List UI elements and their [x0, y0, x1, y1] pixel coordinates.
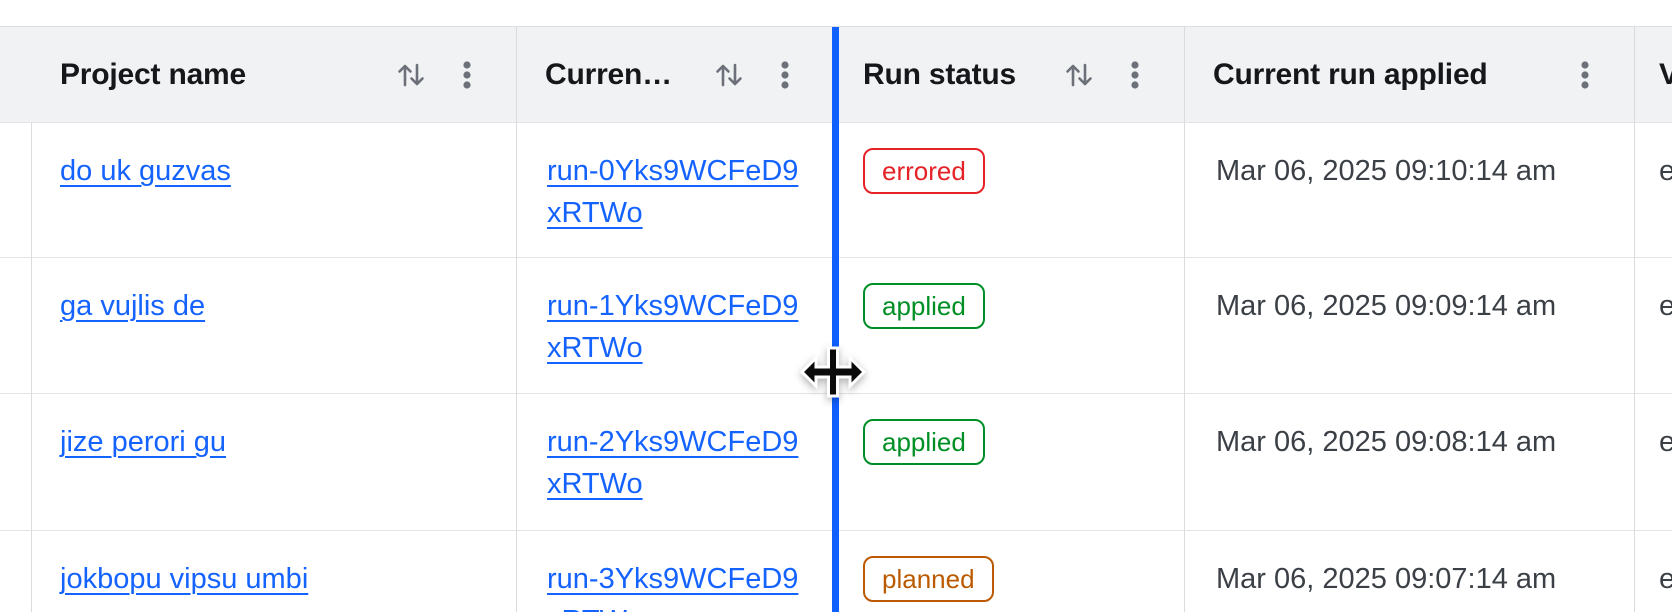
- kebab-menu-icon: [463, 60, 471, 89]
- partial-cell: e: [1635, 122, 1672, 257]
- run-link[interactable]: run-0Yks9WCFeD9xRTWo: [547, 155, 799, 229]
- run-status-cell: applied: [835, 393, 1185, 530]
- run-status-cell: planned: [835, 530, 1185, 612]
- current-run-applied-cell: Mar 06, 2025 09:09:14 am: [1185, 257, 1635, 393]
- current-run-applied-cell: Mar 06, 2025 09:10:14 am: [1185, 122, 1635, 257]
- project-link[interactable]: jize perori gu: [60, 426, 227, 458]
- sort-button-project-name[interactable]: [396, 59, 426, 91]
- current-run-applied-cell: Mar 06, 2025 09:08:14 am: [1185, 393, 1635, 530]
- run-link[interactable]: run-1Yks9WCFeD9xRTWo: [547, 290, 799, 364]
- status-badge: errored: [863, 148, 985, 194]
- column-label-partial-right: V: [1659, 58, 1672, 92]
- partial-cell: e: [1635, 257, 1672, 393]
- status-badge: applied: [863, 419, 985, 465]
- sort-arrows-icon: [716, 63, 742, 86]
- column-actions: [1580, 59, 1590, 91]
- column-header-current-run: Curren…: [517, 27, 835, 122]
- column-resize-indicator[interactable]: [832, 27, 839, 612]
- run-link[interactable]: run-2Yks9WCFeD9xRTWo: [547, 426, 799, 500]
- partial-cell: e: [1635, 393, 1672, 530]
- column-menu-current-run[interactable]: [780, 59, 790, 91]
- column-header-current-run-applied: Current run applied: [1185, 27, 1635, 122]
- current-run-cell: run-0Yks9WCFeD9xRTWo: [517, 122, 835, 257]
- project-name-cell: jokbopu vipsu umbi: [32, 530, 517, 612]
- column-actions: [396, 59, 472, 91]
- sort-button-current-run[interactable]: [714, 59, 744, 91]
- run-link[interactable]: run-3Yks9WCFeD9xRTWo: [547, 563, 799, 612]
- column-header-partial-right: V: [1635, 27, 1672, 122]
- column-header-run-status: Run status: [835, 27, 1185, 122]
- project-link[interactable]: jokbopu vipsu umbi: [60, 563, 309, 595]
- column-menu-project-name[interactable]: [462, 59, 472, 91]
- project-link[interactable]: ga vujlis de: [60, 290, 206, 322]
- kebab-menu-icon: [781, 60, 789, 89]
- column-actions: [1064, 59, 1140, 91]
- sort-arrows-icon: [1066, 63, 1092, 86]
- current-run-cell: run-3Yks9WCFeD9xRTWo: [517, 530, 835, 612]
- table-cell-sliver: [0, 530, 32, 612]
- project-name-cell: do uk guzvas: [32, 122, 517, 257]
- column-label-current-run-applied: Current run applied: [1213, 57, 1488, 91]
- column-label-current-run: Curren…: [545, 57, 672, 91]
- current-run-applied-cell: Mar 06, 2025 09:07:14 am: [1185, 530, 1635, 612]
- sort-button-run-status[interactable]: [1064, 59, 1094, 91]
- sort-arrows-icon: [398, 63, 424, 86]
- kebab-menu-icon: [1581, 60, 1589, 89]
- partial-cell: e: [1635, 530, 1672, 612]
- column-header-project-name: Project name: [32, 27, 517, 122]
- table-cell-sliver: [0, 257, 32, 393]
- project-name-cell: jize perori gu: [32, 393, 517, 530]
- project-link[interactable]: do uk guzvas: [60, 155, 231, 187]
- table-cell-sliver: [0, 393, 32, 530]
- project-name-cell: ga vujlis de: [32, 257, 517, 393]
- current-run-cell: run-2Yks9WCFeD9xRTWo: [517, 393, 835, 530]
- run-status-cell: errored: [835, 122, 1185, 257]
- status-badge: applied: [863, 283, 985, 329]
- data-table: Project name Curren… R: [0, 26, 1672, 612]
- column-menu-run-status[interactable]: [1130, 59, 1140, 91]
- kebab-menu-icon: [1131, 60, 1139, 89]
- column-actions: [714, 59, 790, 91]
- run-status-cell: applied: [835, 257, 1185, 393]
- table-cell-sliver: [0, 122, 32, 257]
- status-badge: planned: [863, 556, 994, 602]
- column-label-run-status: Run status: [863, 57, 1017, 91]
- current-run-cell: run-1Yks9WCFeD9xRTWo: [517, 257, 835, 393]
- column-label-project-name: Project name: [60, 57, 247, 91]
- column-menu-current-run-applied[interactable]: [1580, 59, 1590, 91]
